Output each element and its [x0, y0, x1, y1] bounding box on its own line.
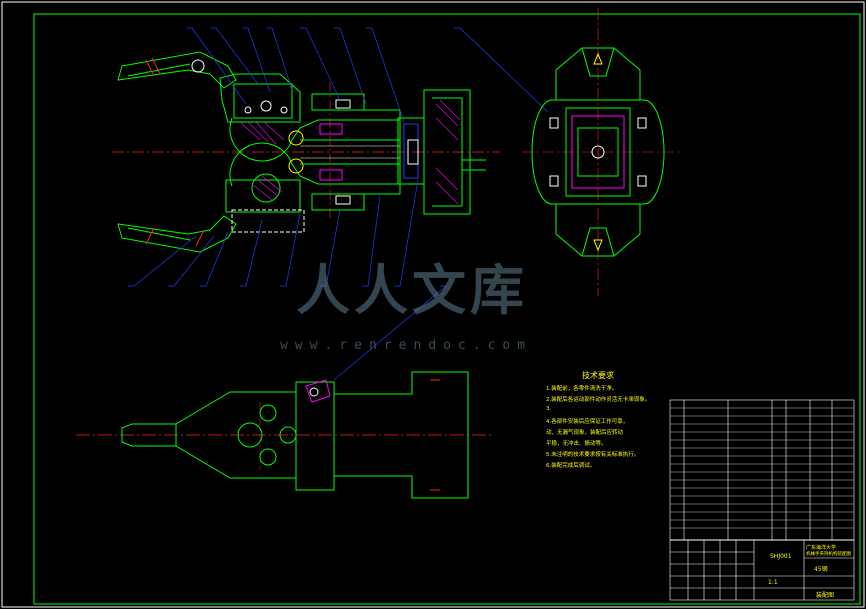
sheet-title: 装配图: [816, 592, 835, 599]
scale: 1:1: [768, 579, 778, 586]
tech-requirement-line: 4.各部件安装后应保证工作可靠，: [546, 419, 629, 425]
cylinder: [299, 89, 486, 215]
leader-lines-top: [186, 27, 549, 123]
tech-requirement-line: 6.装配完成后调试。: [546, 463, 596, 469]
tech-requirements-title: 技术要求: [582, 371, 614, 380]
drawing-number: SHJ001: [770, 553, 792, 560]
side-view: [522, 8, 682, 296]
institution-name: 广东海洋大学: [806, 545, 837, 551]
top-view: [76, 285, 492, 499]
pin: [288, 158, 304, 174]
drawing-name: 机械手夹持机构装配图: [806, 552, 851, 557]
pin: [288, 130, 304, 146]
watermark-url: www.renrendoc.com: [280, 338, 533, 353]
upper-jaw: [117, 51, 301, 162]
inner-frame: [33, 13, 861, 605]
lower-jaw: [117, 142, 305, 253]
material: 45钢: [814, 566, 828, 573]
tech-requirement-line: 动、无漏气现象，装配后应转动: [546, 430, 624, 436]
tech-requirement-line: 5.未注明的技术要求按有关标准执行。: [546, 452, 640, 458]
tech-requirement-line: 1.装配前，各零件清洗干净。: [546, 386, 618, 392]
tech-requirement-line: 2.装配后各运动部件动作灵活无卡滞现象。: [546, 397, 651, 403]
title-block: [669, 399, 855, 601]
tech-requirement-line: 平稳，无冲击、振动等。: [546, 441, 607, 447]
leader-lines-bottom: [128, 179, 419, 287]
front-view: [112, 27, 549, 287]
tech-requirement-line: 3.: [546, 406, 552, 412]
watermark-brand: 人人文库: [296, 258, 528, 322]
